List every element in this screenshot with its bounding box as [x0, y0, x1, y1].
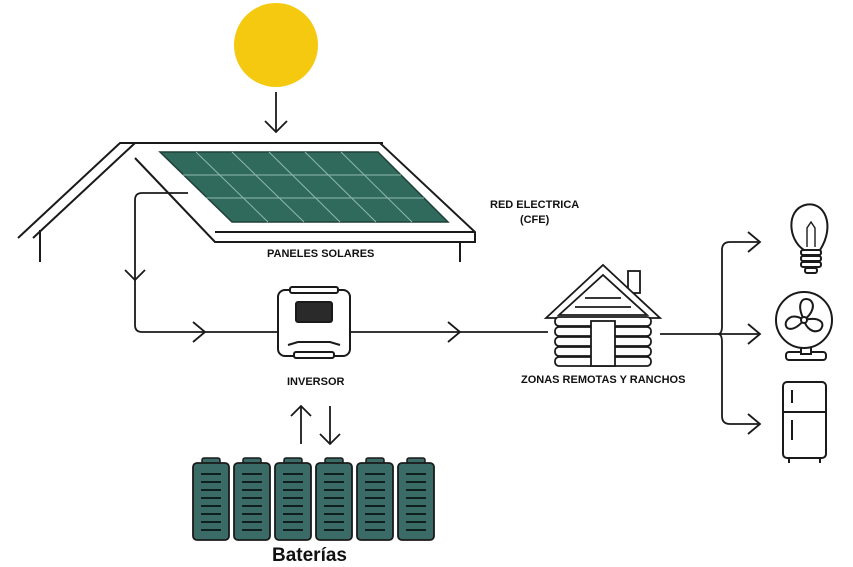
battery-icon — [233, 457, 271, 541]
grid-label-line2: (CFE) — [519, 214, 550, 226]
refrigerator-icon — [782, 381, 827, 463]
inverter-label: INVERSOR — [287, 376, 345, 388]
sun-arrow — [264, 92, 288, 134]
battery-icon — [192, 457, 230, 541]
solar-panels-label: PANELES SOLARES — [267, 248, 375, 260]
battery-bank — [192, 457, 435, 541]
inverter-to-cabin-wire — [350, 321, 548, 343]
light-bulb-icon — [790, 203, 829, 274]
house-roof — [17, 142, 476, 262]
cabin-to-appliances-wire — [660, 231, 762, 435]
battery-icon — [356, 457, 394, 541]
cabin-icon — [543, 263, 663, 367]
battery-icon — [397, 457, 435, 541]
batteries-label: Baterías — [272, 545, 347, 566]
battery-icon — [315, 457, 353, 541]
battery-arrows — [290, 404, 341, 446]
fan-icon — [775, 291, 833, 361]
grid-label: RED ELECTRICA (CFE) — [490, 198, 579, 228]
sun-icon — [234, 3, 318, 87]
inverter-icon — [277, 286, 351, 359]
panel-to-inverter-wire — [124, 192, 278, 343]
solar-panel-icon — [158, 151, 450, 223]
remote-zones-label: ZONAS REMOTAS Y RANCHOS — [521, 374, 686, 386]
battery-icon — [274, 457, 312, 541]
grid-label-line1: RED ELECTRICA — [490, 199, 580, 211]
